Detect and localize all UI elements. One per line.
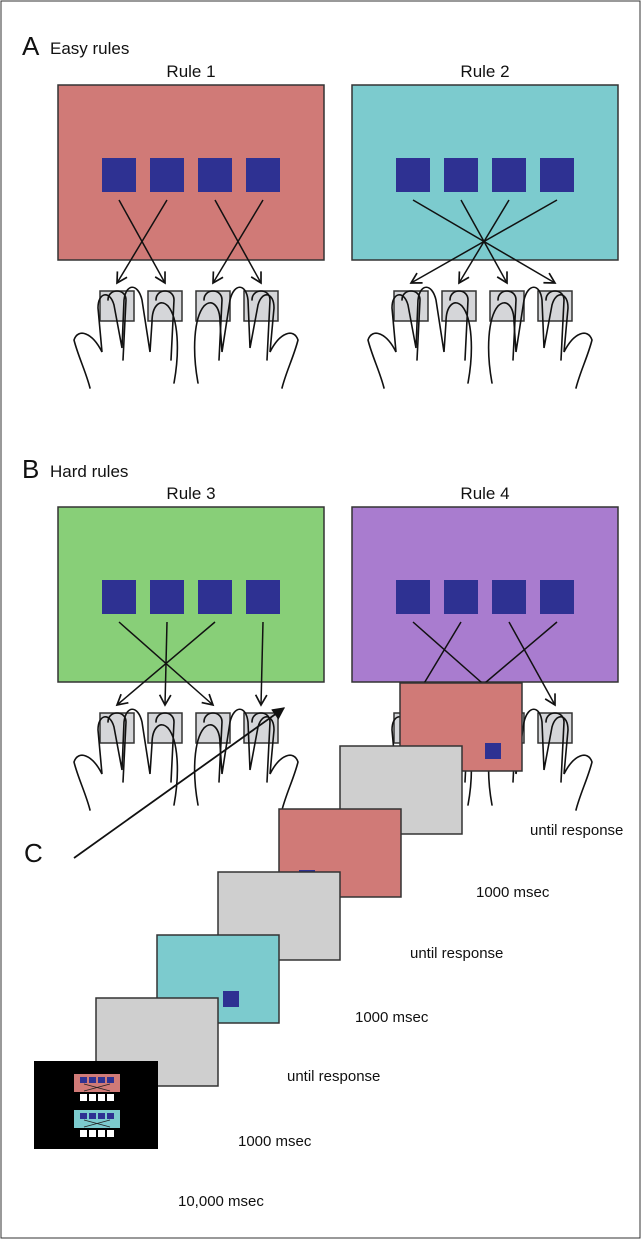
stimulus-square — [198, 158, 232, 192]
trial-sequence: 10,000 msec 1000 msec until response 1000 m… — [34, 682, 623, 1210]
hand-icon — [73, 286, 299, 389]
stimulus-square — [150, 158, 184, 192]
mapping-arrow — [409, 199, 558, 284]
mapping-arrow — [212, 199, 264, 285]
hand-icon — [73, 708, 299, 811]
duration-label: until response — [410, 945, 503, 962]
panel-b-letter: B — [22, 454, 39, 484]
hand-icon — [367, 286, 593, 389]
mapping-arrow — [115, 621, 216, 707]
duration-label: 1000 msec — [355, 1009, 429, 1026]
rule-title: Rule 1 — [166, 62, 215, 81]
duration-label: until response — [530, 822, 623, 839]
rule-title: Rule 3 — [166, 484, 215, 503]
stimulus-square — [492, 580, 526, 614]
panel-b-title: Hard rules — [50, 462, 128, 481]
stimulus-square — [198, 580, 232, 614]
rule-2-diagram: Rule 2 — [351, 62, 619, 389]
stimulus-screen — [351, 506, 619, 683]
stimulus-screen — [57, 506, 325, 683]
panel-c-letter: C — [24, 838, 43, 868]
duration-label: 1000 msec — [238, 1133, 312, 1150]
duration-label: 1000 msec — [476, 884, 550, 901]
stimulus-square — [444, 580, 478, 614]
mapping-arrow — [254, 621, 268, 707]
response-key — [195, 290, 231, 322]
stimulus-square — [246, 580, 280, 614]
stimulus-square — [246, 158, 280, 192]
rule-1-diagram: Rule 1 — [57, 62, 325, 389]
stimulus-square — [102, 158, 136, 192]
sequence-screen — [34, 1061, 158, 1149]
stimulus-square — [150, 580, 184, 614]
stimulus-square — [223, 991, 239, 1007]
mapping-arrow — [116, 199, 168, 285]
rule-title: Rule 2 — [460, 62, 509, 81]
response-key — [243, 290, 279, 322]
stimulus-square — [102, 580, 136, 614]
time-arrow-icon — [73, 707, 286, 859]
stimulus-square — [396, 158, 430, 192]
panel-a-letter: A — [22, 31, 40, 61]
stimulus-square — [540, 580, 574, 614]
rule-3-diagram: Rule 3 — [57, 484, 325, 811]
stimulus-screen — [57, 84, 325, 261]
stimulus-square — [485, 743, 501, 759]
duration-label: 10,000 msec — [178, 1193, 264, 1210]
panel-a-title: Easy rules — [50, 39, 129, 58]
stimulus-square — [540, 158, 574, 192]
stimulus-screen — [351, 84, 619, 261]
response-key — [537, 712, 573, 744]
duration-label: until response — [287, 1068, 380, 1085]
rule-diagrams: Rule 1 Rule 2 Rule 3 Rule 4 — [57, 62, 619, 811]
rule-title: Rule 4 — [460, 484, 509, 503]
stimulus-square — [444, 158, 478, 192]
response-key — [195, 712, 231, 744]
response-key — [393, 290, 429, 322]
response-key — [489, 290, 525, 322]
response-key — [99, 290, 135, 322]
stimulus-square — [396, 580, 430, 614]
mapping-arrow — [508, 621, 556, 707]
stimulus-square — [492, 158, 526, 192]
